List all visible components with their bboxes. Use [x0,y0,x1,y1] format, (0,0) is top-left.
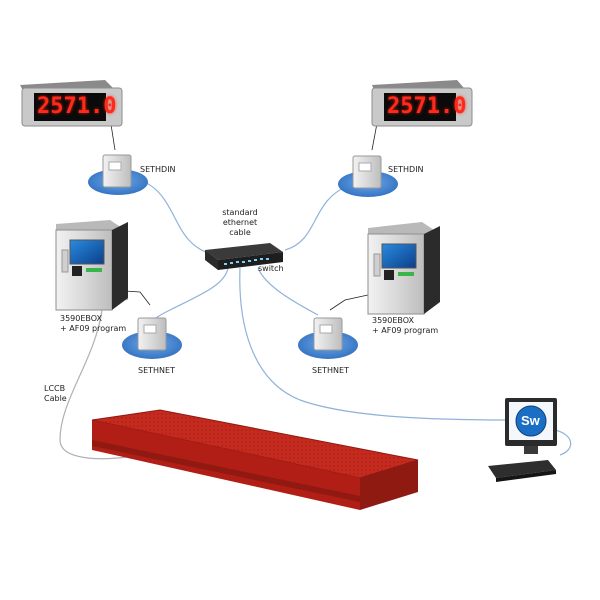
label-sethnet-right: SETHNET [312,366,349,376]
label-box-left-line1: 3590EBOX [60,314,102,324]
display-readout-right: 2571.0 [387,96,466,118]
label-box-right-line2: + AF09 program [372,326,438,336]
weighbridge-platform [92,410,418,510]
label-box-right-line1: 3590EBOX [372,316,414,326]
label-lccb-line2: Cable [44,394,67,404]
sethnet-module-left [122,318,182,359]
label-sethnet-left: SETHNET [138,366,175,376]
software-logo-text: Sw [521,414,540,428]
pc-cable [555,430,571,455]
label-box-left-line2: + AF09 program [60,324,126,334]
label-cable-line1: standard [220,208,260,218]
label-cable-line2: ethernet [220,218,260,228]
weighing-indicator-box-right [368,222,440,314]
sethnet-module-right [298,318,358,359]
display-readout-left: 2571.0 [37,96,116,118]
label-sethdin-left: SETHDIN [140,165,176,175]
sethdin-module-right [338,156,398,197]
label-cable-line3: cable [220,228,260,238]
weighing-indicator-box-left [56,220,128,310]
cable-switch-to-sethnet-right [258,268,318,315]
computer-workstation [488,398,557,482]
label-sethdin-right: SETHDIN [388,165,424,175]
ethernet-cables [118,178,510,420]
label-switch: switch [258,264,284,274]
cable-switch-to-sethnet-left [152,268,228,322]
sethdin-module-left [88,155,148,195]
label-lccb-line1: LCCB [44,384,65,394]
